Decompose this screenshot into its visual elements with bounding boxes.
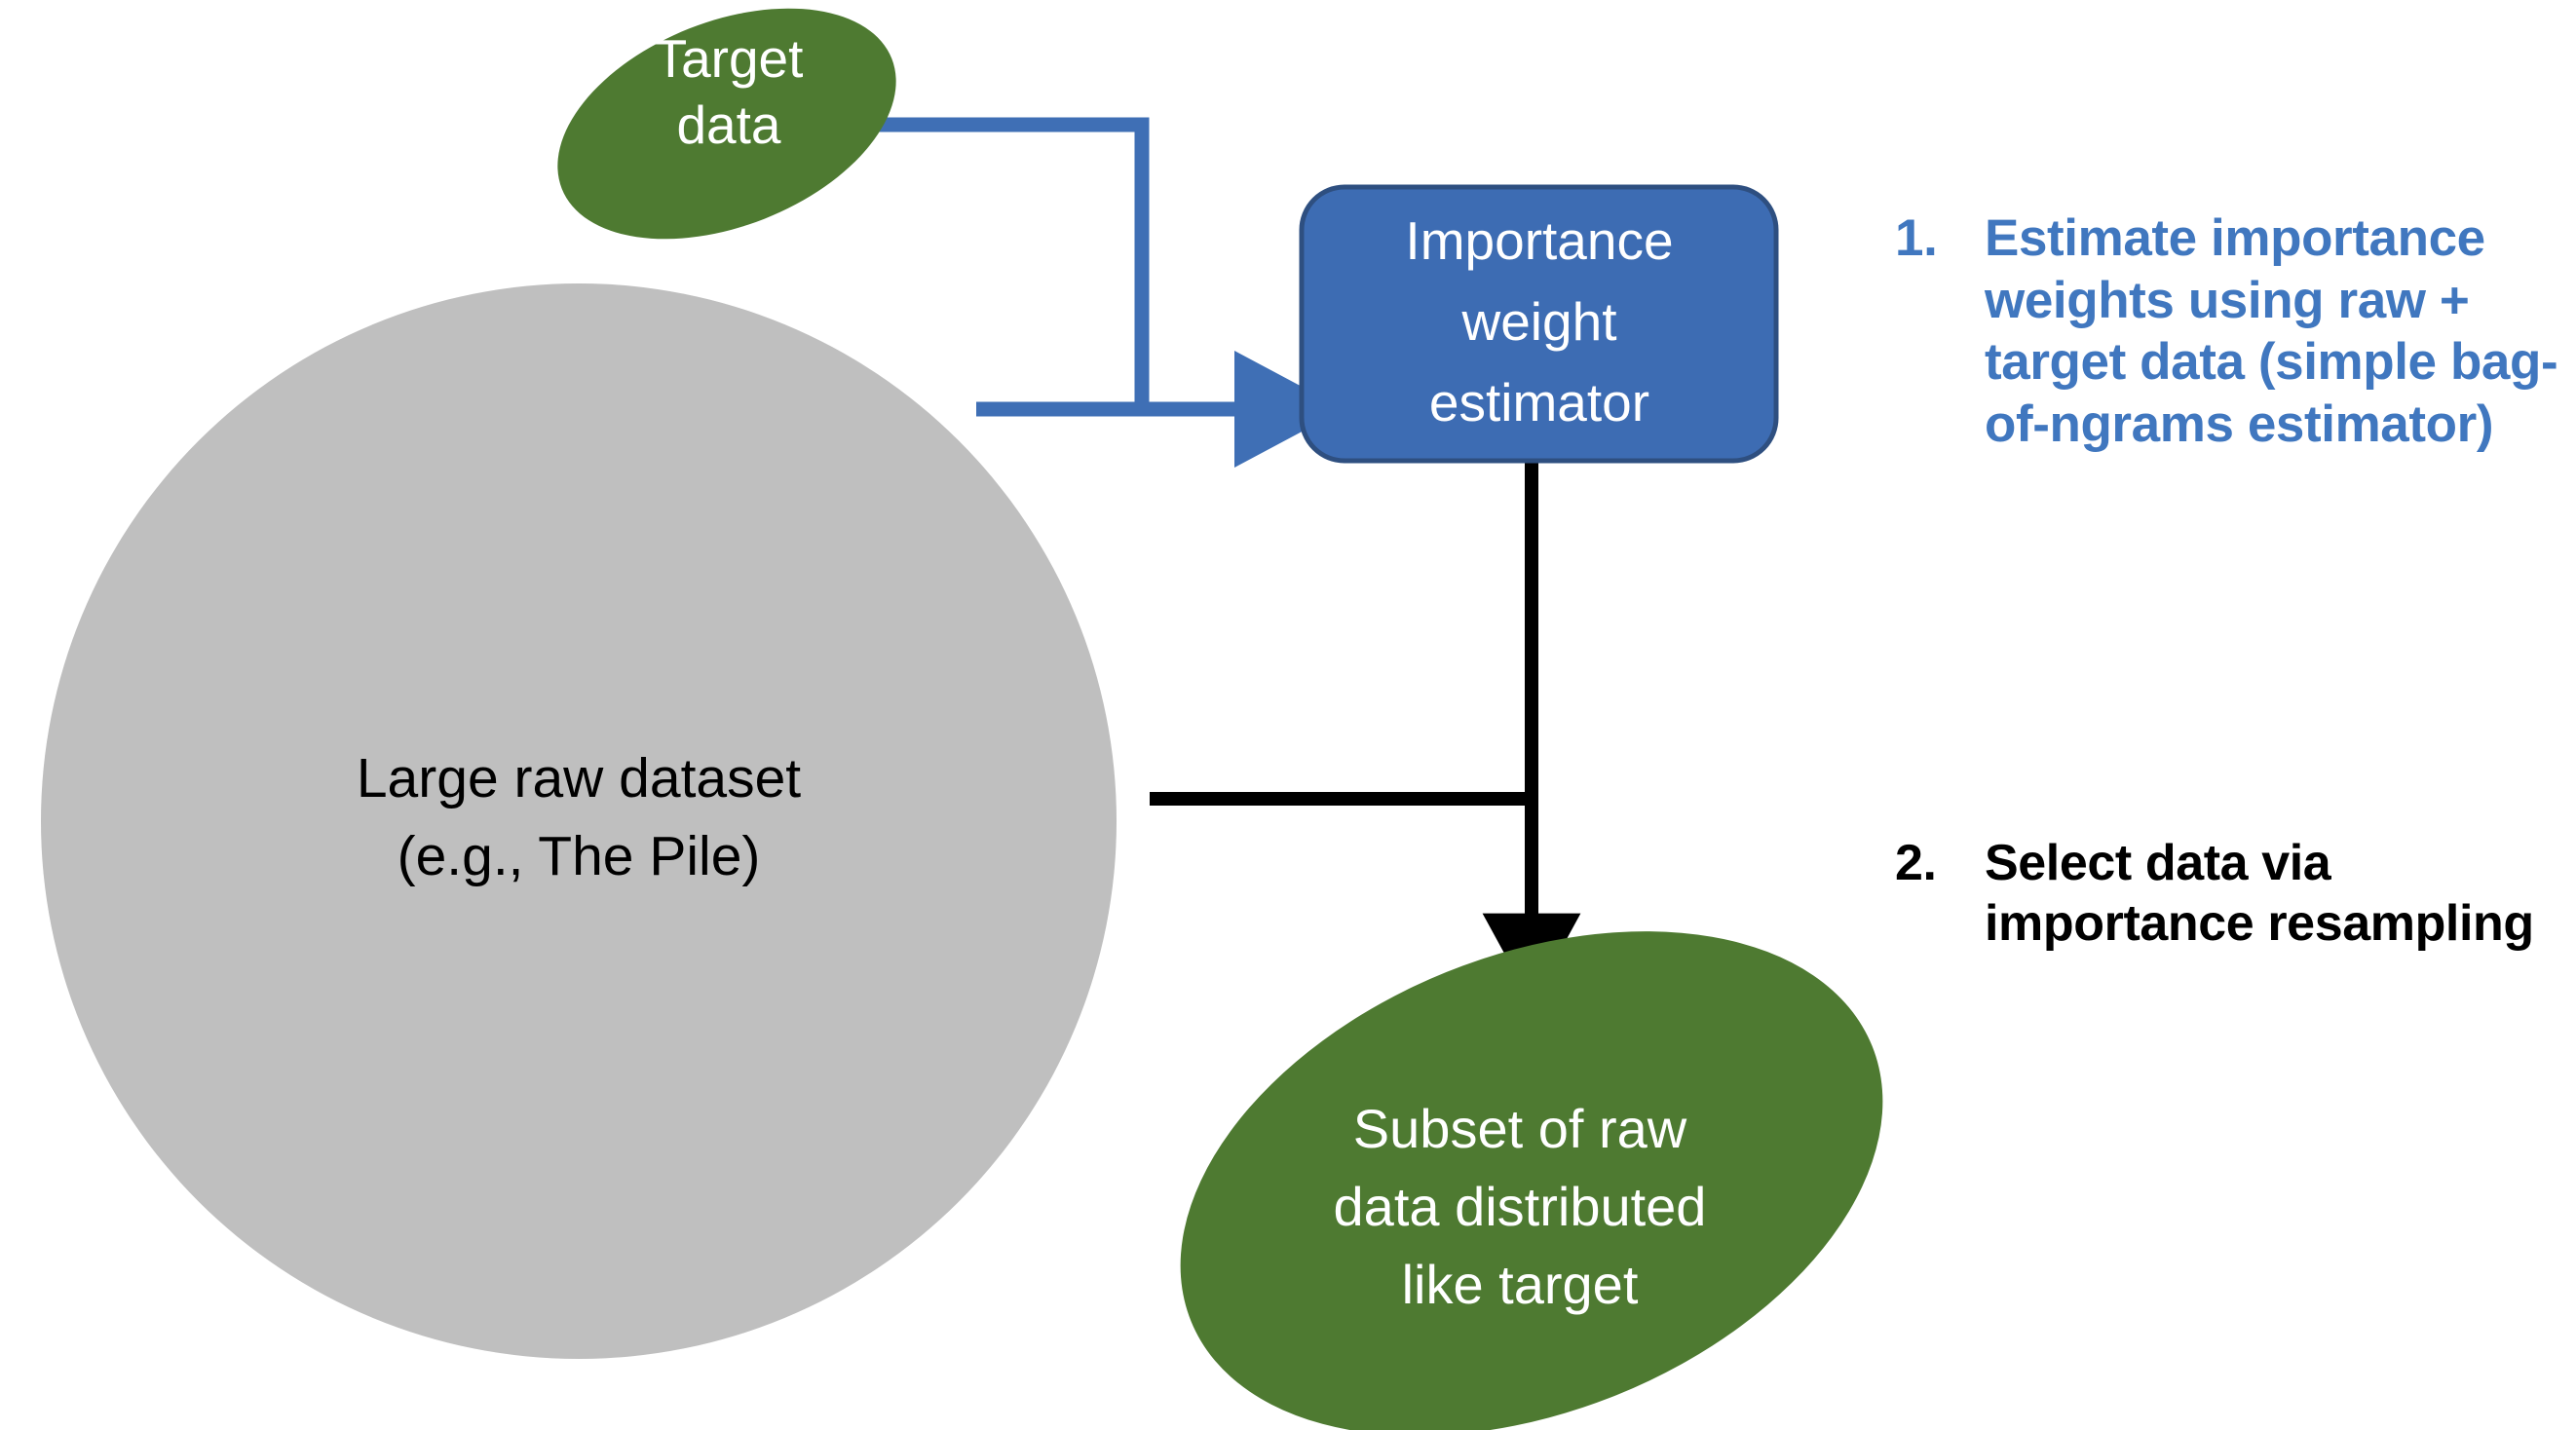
target-data-label-line-1: Target bbox=[655, 28, 804, 89]
target-data-ellipse bbox=[557, 8, 896, 240]
steps-list: 1. Estimate importance weights using raw… bbox=[1895, 0, 2567, 1430]
raw-dataset-label-line-1: Large raw dataset bbox=[357, 747, 801, 809]
step-2-number: 2. bbox=[1895, 835, 1937, 891]
subset-ellipse bbox=[1180, 931, 1883, 1430]
target-data-label-line-2: data bbox=[676, 94, 780, 155]
step-item-1[interactable]: 1. Estimate importance weights using raw… bbox=[1895, 207, 2567, 455]
subset-label-group: Subset of raw data distributed like targ… bbox=[1334, 1098, 1707, 1315]
target-data-label-group: Target data bbox=[655, 28, 804, 155]
target-to-estimator-path bbox=[877, 117, 1345, 468]
step-1-text: Estimate importance weights using raw + … bbox=[1985, 209, 2558, 453]
node-raw-dataset[interactable]: Large raw dataset (e.g., The Pile) bbox=[41, 283, 1117, 1359]
raw-dataset-label-line-2: (e.g., The Pile) bbox=[398, 825, 761, 887]
estimator-label-line-2: weight bbox=[1461, 291, 1617, 352]
node-subset[interactable] bbox=[1106, 835, 1957, 1430]
step-1-number: 1. bbox=[1895, 209, 1938, 267]
node-target-data[interactable] bbox=[524, 0, 929, 283]
estimator-label-line-3: estimator bbox=[1429, 372, 1649, 433]
subset-label-line-1: Subset of raw bbox=[1353, 1098, 1687, 1159]
step-item-2[interactable]: 2. Select data via importance resampling bbox=[1895, 833, 2567, 955]
step-2-text: Select data via importance resampling bbox=[1985, 835, 2534, 953]
raw-dataset-circle bbox=[41, 283, 1117, 1359]
connector-target-to-estimator bbox=[877, 117, 1345, 468]
subset-label-line-2: data distributed bbox=[1334, 1176, 1707, 1237]
estimator-box bbox=[1299, 184, 1779, 464]
node-importance-weight-estimator[interactable]: Importance weight estimator bbox=[1299, 184, 1779, 464]
estimator-label-line-1: Importance bbox=[1405, 210, 1673, 271]
subset-label-line-3: like target bbox=[1402, 1254, 1639, 1315]
